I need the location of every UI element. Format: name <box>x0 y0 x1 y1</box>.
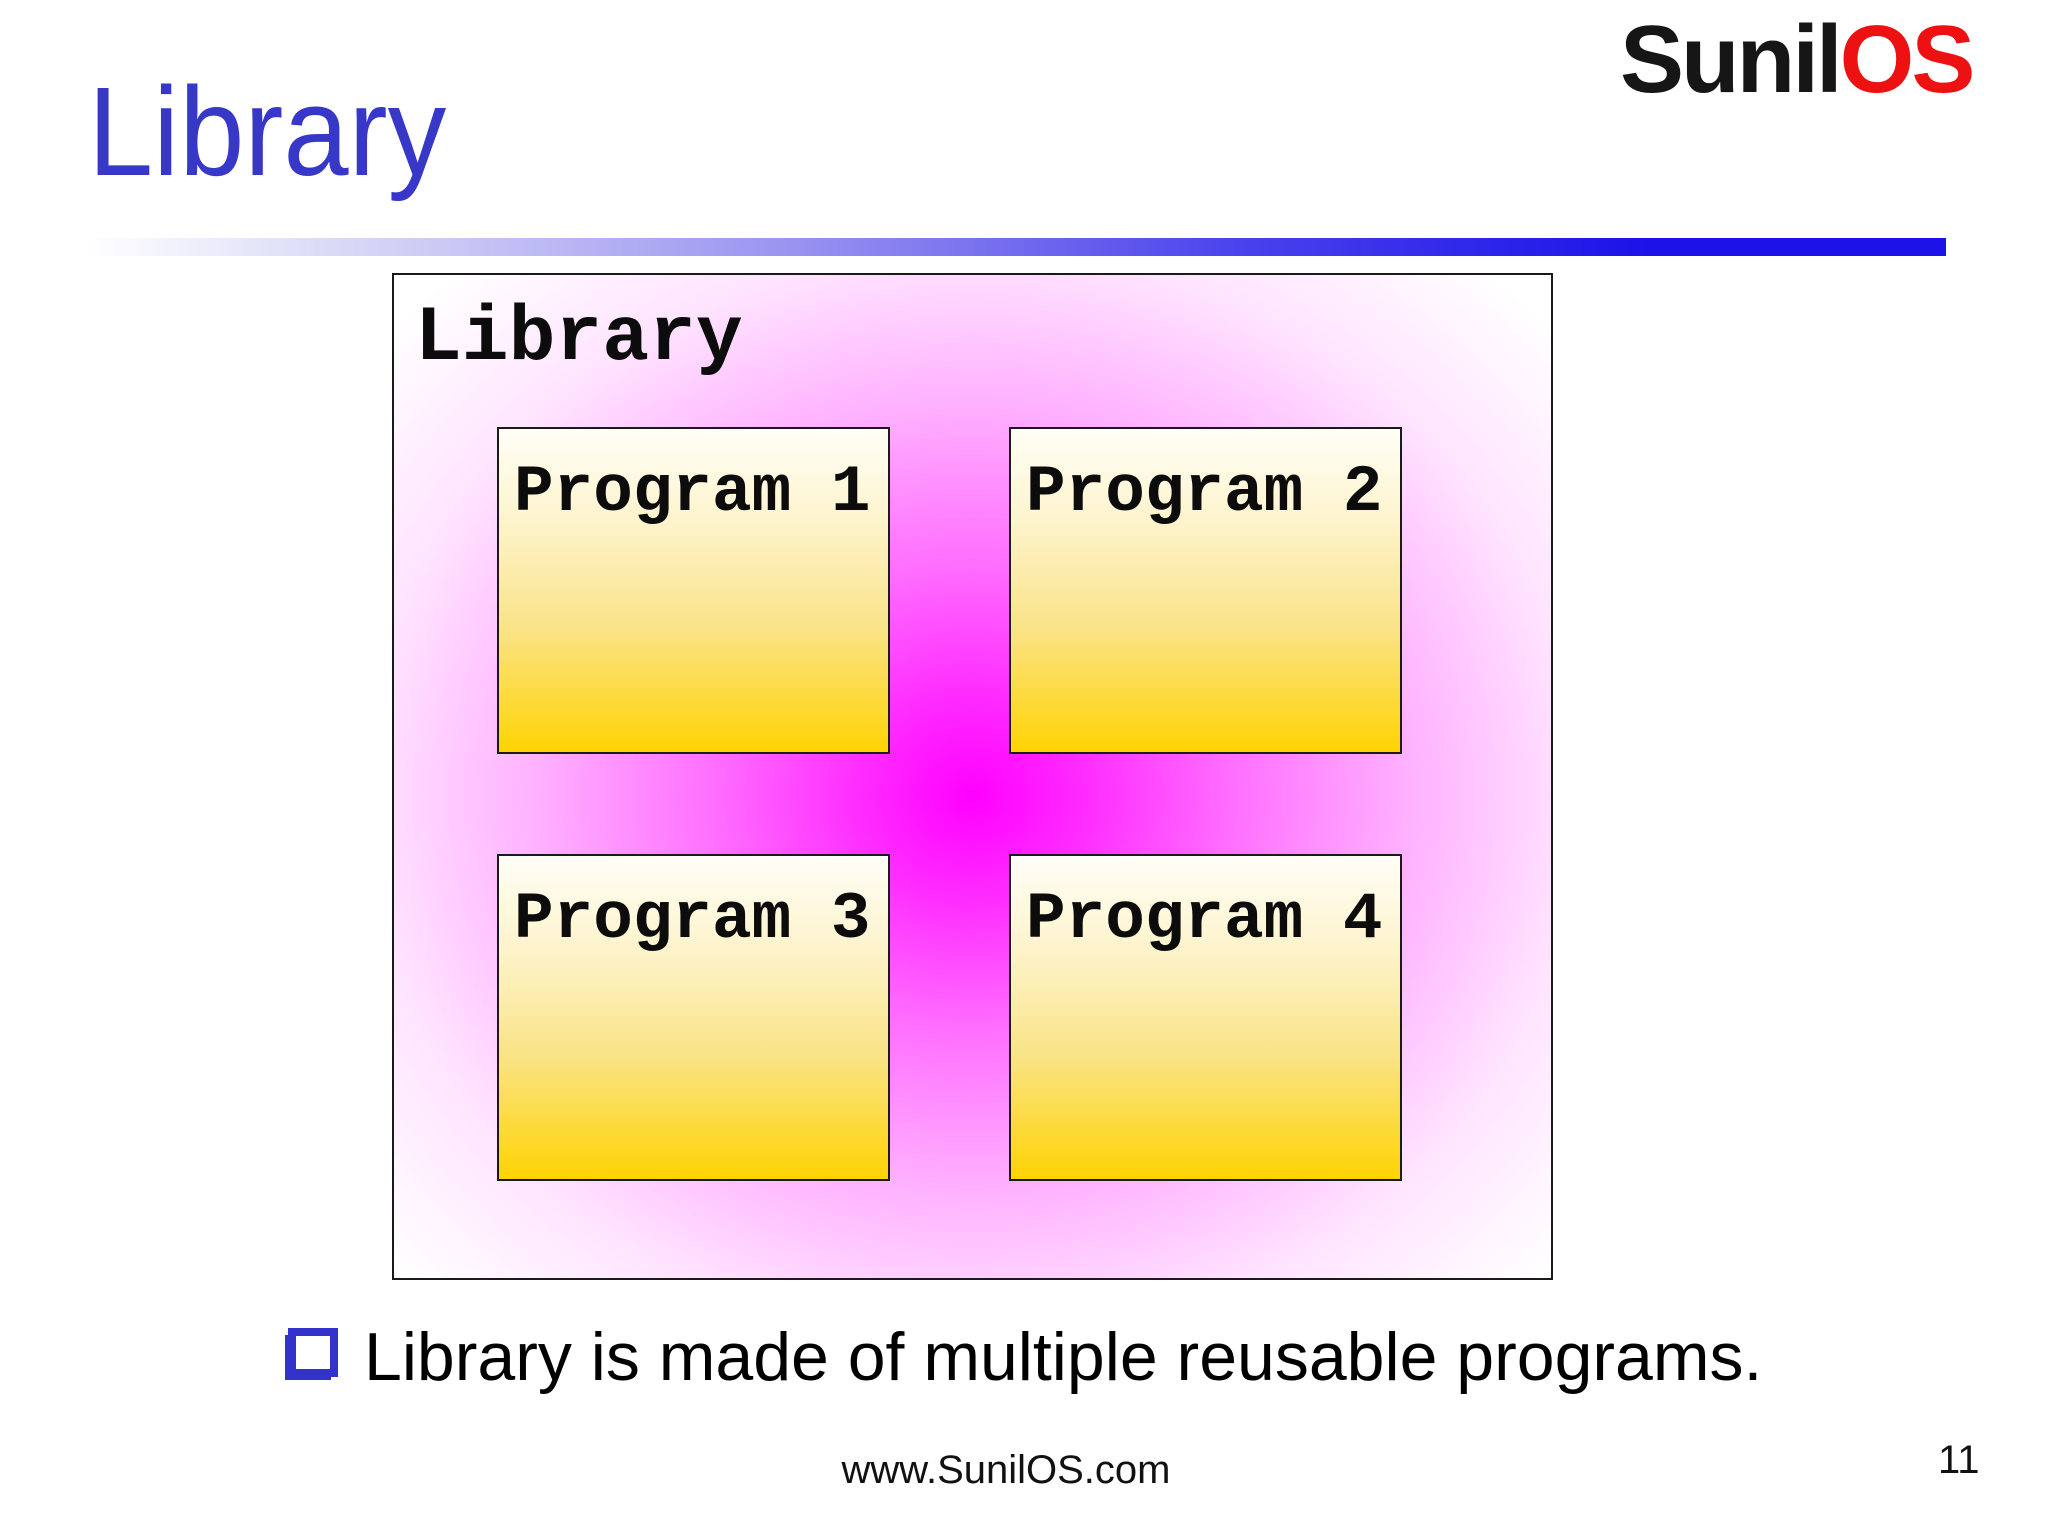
logo-text-black: Sunil <box>1620 6 1843 113</box>
program-4-label: Program 4 <box>1026 882 1383 957</box>
footer-url: www.SunilOS.com <box>841 1448 1171 1492</box>
page-number: 11 <box>1938 1438 1980 1482</box>
bullet-text: Library is made of multiple reusable pro… <box>364 1319 1763 1395</box>
program-3-box: Program 3 <box>497 854 890 1181</box>
program-2-box: Program 2 <box>1009 427 1402 754</box>
program-3-label: Program 3 <box>514 882 871 957</box>
library-container-box: Library Program 1 Program 2 Program 3 Pr… <box>392 273 1553 1280</box>
program-4-box: Program 4 <box>1009 854 1402 1181</box>
page-title: Library <box>88 61 447 202</box>
program-1-box: Program 1 <box>497 427 890 754</box>
logo-text-red: OS <box>1839 6 1976 113</box>
library-box-label: Library <box>415 295 743 383</box>
program-1-label: Program 1 <box>514 455 871 530</box>
title-underline <box>85 238 1946 256</box>
logo: SunilOS <box>1620 12 1975 108</box>
bullet-item: Library is made of multiple reusable pro… <box>288 1318 1762 1396</box>
program-2-label: Program 2 <box>1026 455 1383 530</box>
square-bullet-icon <box>288 1328 338 1377</box>
